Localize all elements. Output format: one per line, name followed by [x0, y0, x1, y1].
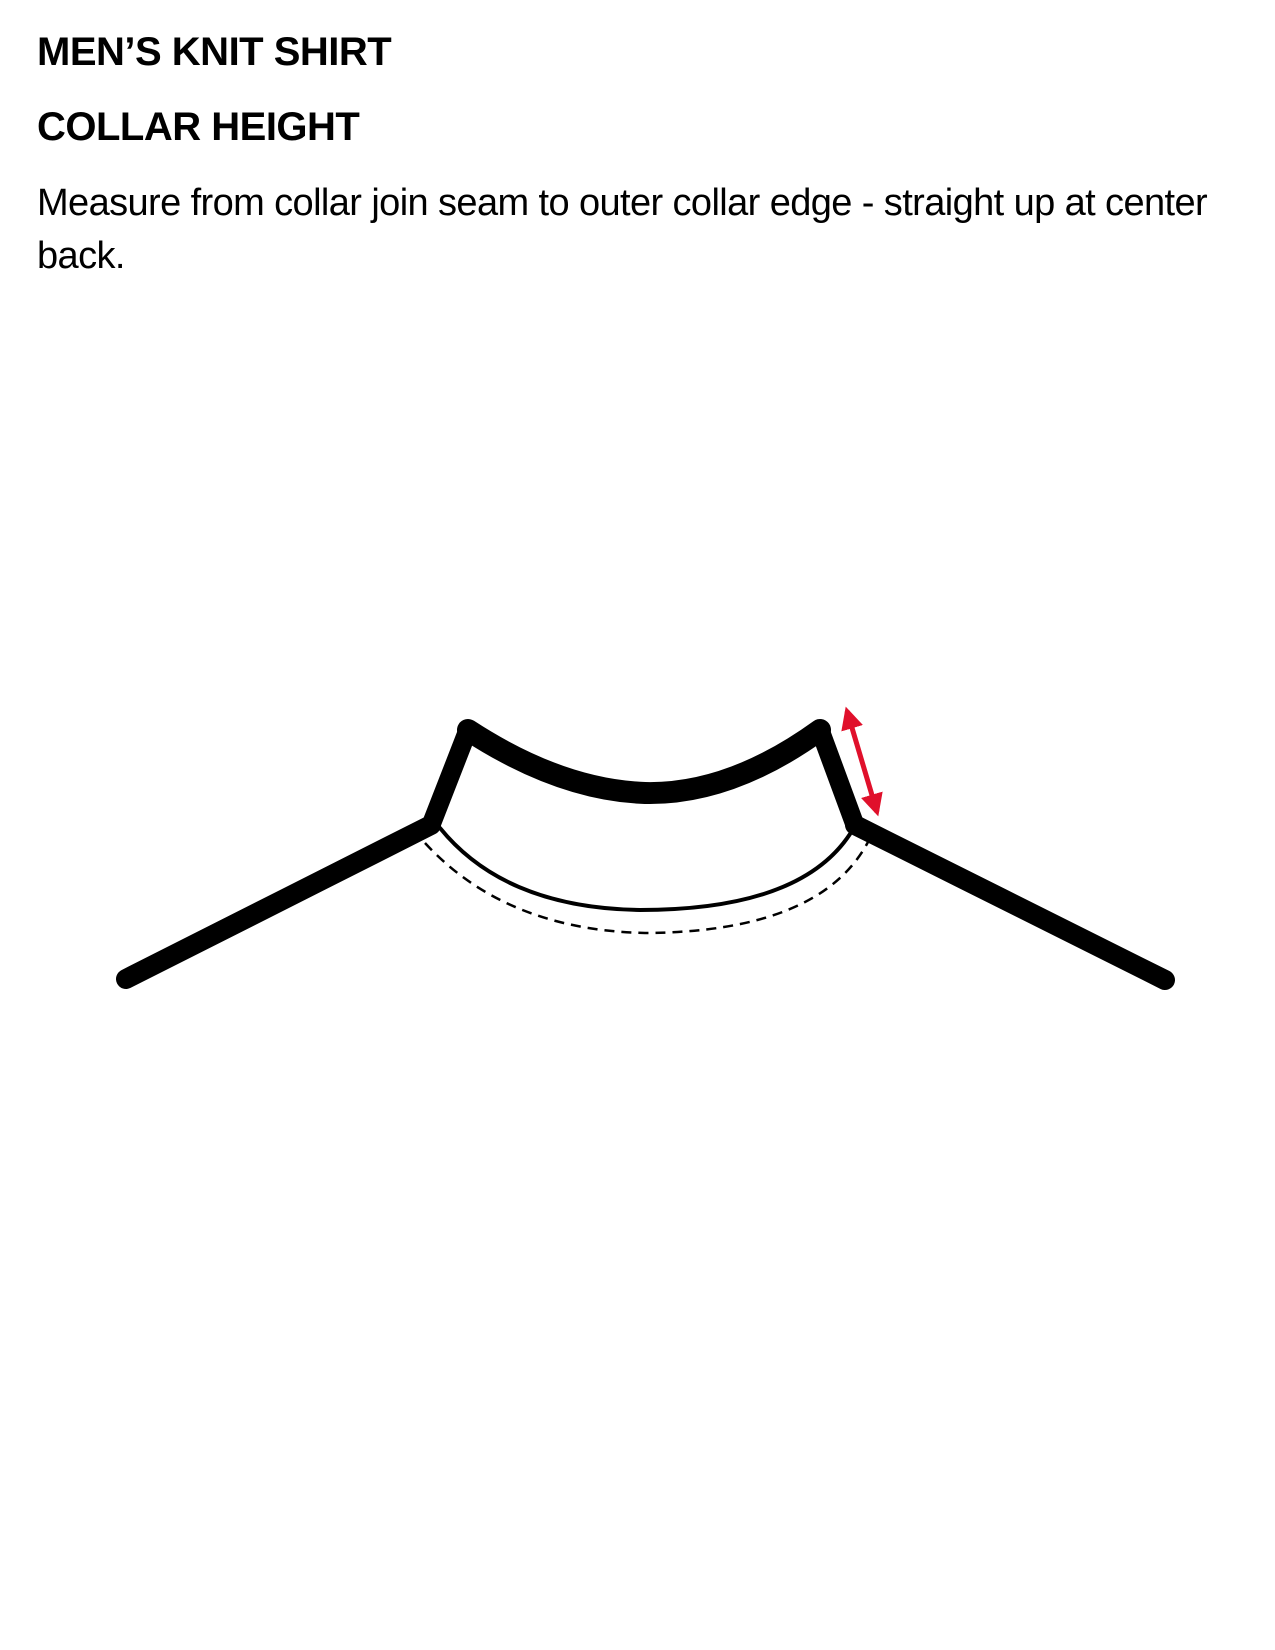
right-shoulder-line: [845, 815, 1175, 990]
collar-height-arrow: [841, 706, 883, 817]
outer-collar-edge: [457, 719, 831, 805]
garment-type-heading: MEN’S KNIT SHIRT: [37, 30, 392, 74]
left-collar-side: [421, 720, 478, 835]
measurement-name-heading: COLLAR HEIGHT: [37, 105, 360, 149]
right-collar-side: [810, 720, 865, 835]
collar-join-seam: [438, 826, 852, 913]
left-shoulder-line: [116, 815, 441, 989]
seam-stitch-dashed: [424, 841, 870, 935]
measurement-instructions: Measure from collar join seam to outer c…: [37, 182, 1208, 277]
